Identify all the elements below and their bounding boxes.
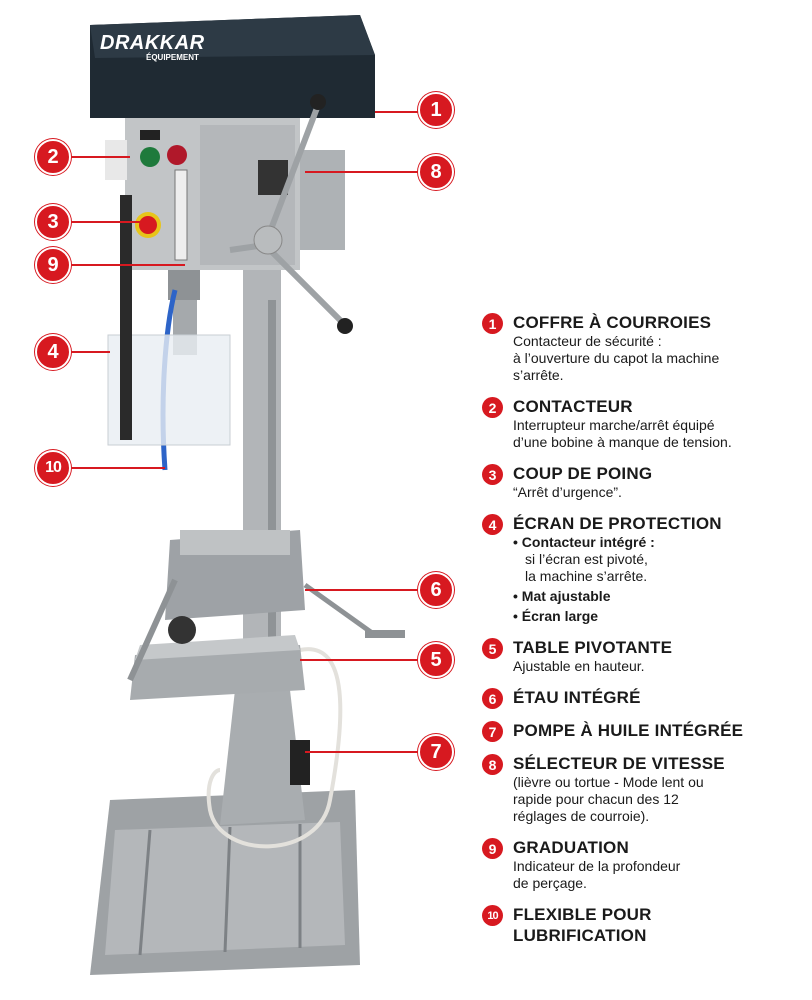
feature-desc: (lièvre ou tortue - Mode lent ou [513,774,704,790]
callout-line-9 [65,264,185,266]
feature-desc: si l’écran est pivoté, [525,551,648,567]
feature-item-9: 9 GRADUATION Indicateur de la profondeur… [480,837,800,892]
feature-desc: de perçage. [513,875,587,891]
logo-text: DRAKKAR [100,32,205,54]
feature-desc: la machine s’arrête. [525,568,648,584]
feature-title: SÉLECTEUR DE VITESSE [513,754,725,773]
feature-number: 8 [482,754,503,775]
callout-marker-2: 2 [35,139,71,175]
emergency-stop [139,216,157,234]
callout-marker-1: 1 [418,92,454,128]
feature-desc: Indicateur de la profondeur [513,858,681,874]
brand-logo: DRAKKAR ÉQUIPEMENT [100,32,205,62]
callout-line-10 [65,467,165,469]
callout-marker-6: 6 [418,572,454,608]
feature-desc: Interrupteur marche/arrêt équipé [513,417,715,433]
feature-item-7: 7 POMPE À HUILE INTÉGRÉE [480,720,800,742]
feature-title: COUP DE POING [513,464,653,483]
feature-title: LUBRIFICATION [513,926,647,945]
feature-bullet: Écran large [521,608,599,624]
callout-line-8 [305,171,425,173]
feature-desc: rapide pour chacun des 12 [513,791,679,807]
feature-desc: “Arrêt d’urgence”. [513,484,622,500]
callout-marker-3: 3 [35,204,71,240]
feature-desc: d’une bobine à manque de tension. [513,434,732,450]
feature-number: 5 [482,638,503,659]
feature-number: 4 [482,514,503,535]
callout-line-2 [65,156,130,158]
feature-number: 7 [482,721,503,742]
feature-item-4: 4 ÉCRAN DE PROTECTION • Contacteur intég… [480,513,800,625]
drill-press-photo [90,15,405,975]
feature-number: 2 [482,397,503,418]
feature-desc: réglages de courroie). [513,808,650,824]
callout-line-6 [305,589,425,591]
feature-bullet: Contacteur intégré : [521,534,655,550]
feature-title: FLEXIBLE POUR [513,905,652,924]
feature-number: 3 [482,464,503,485]
feature-item-8: 8 SÉLECTEUR DE VITESSE (lièvre ou tortue… [480,753,800,825]
callout-marker-9: 9 [35,247,71,283]
stop-button [167,145,187,165]
feature-title: ÉTAU INTÉGRÉ [513,688,641,707]
feature-item-1: 1 COFFRE À COURROIES Contacteur de sécur… [480,312,800,384]
callout-marker-10: 10 [35,450,71,486]
callout-marker-4: 4 [35,334,71,370]
feature-item-5: 5 TABLE PIVOTANTE Ajustable en hauteur. [480,637,800,675]
callout-marker-8: 8 [418,154,454,190]
start-button [140,147,160,167]
feature-number: 9 [482,838,503,859]
feature-item-2: 2 CONTACTEUR Interrupteur marche/arrêt é… [480,396,800,451]
feature-desc: à l’ouverture du capot la machine [513,350,720,366]
feature-desc: s’arrête. [513,367,564,383]
motor [300,150,345,250]
logo-subtext: ÉQUIPEMENT [146,53,199,62]
feature-number: 6 [482,688,503,709]
feature-item-10: 10 FLEXIBLE POUR LUBRIFICATION [480,904,800,946]
feature-desc: Contacteur de sécurité : [513,333,662,349]
callout-line-4 [65,351,110,353]
feature-bullet: Mat ajustable [521,588,611,604]
feature-title: TABLE PIVOTANTE [513,638,673,657]
feature-desc: Ajustable en hauteur. [513,658,645,674]
callout-line-5 [300,659,425,661]
feature-title: POMPE À HUILE INTÉGRÉE [513,721,744,740]
feature-title: ÉCRAN DE PROTECTION [513,514,722,533]
callout-marker-5: 5 [418,642,454,678]
table [130,645,305,700]
feature-title: COFFRE À COURROIES [513,313,712,332]
feature-list: 1 COFFRE À COURROIES Contacteur de sécur… [480,312,800,958]
callout-marker-7: 7 [418,734,454,770]
callout-line-3 [65,221,140,223]
feature-number: 1 [482,313,503,334]
callout-line-7 [305,751,425,753]
feature-number: 10 [482,905,503,926]
feature-title: GRADUATION [513,838,629,857]
feature-title: CONTACTEUR [513,397,633,416]
lower-column [220,690,305,825]
feature-item-6: 6 ÉTAU INTÉGRÉ [480,687,800,709]
feature-item-3: 3 COUP DE POING “Arrêt d’urgence”. [480,463,800,501]
callout-line-1 [375,111,425,113]
